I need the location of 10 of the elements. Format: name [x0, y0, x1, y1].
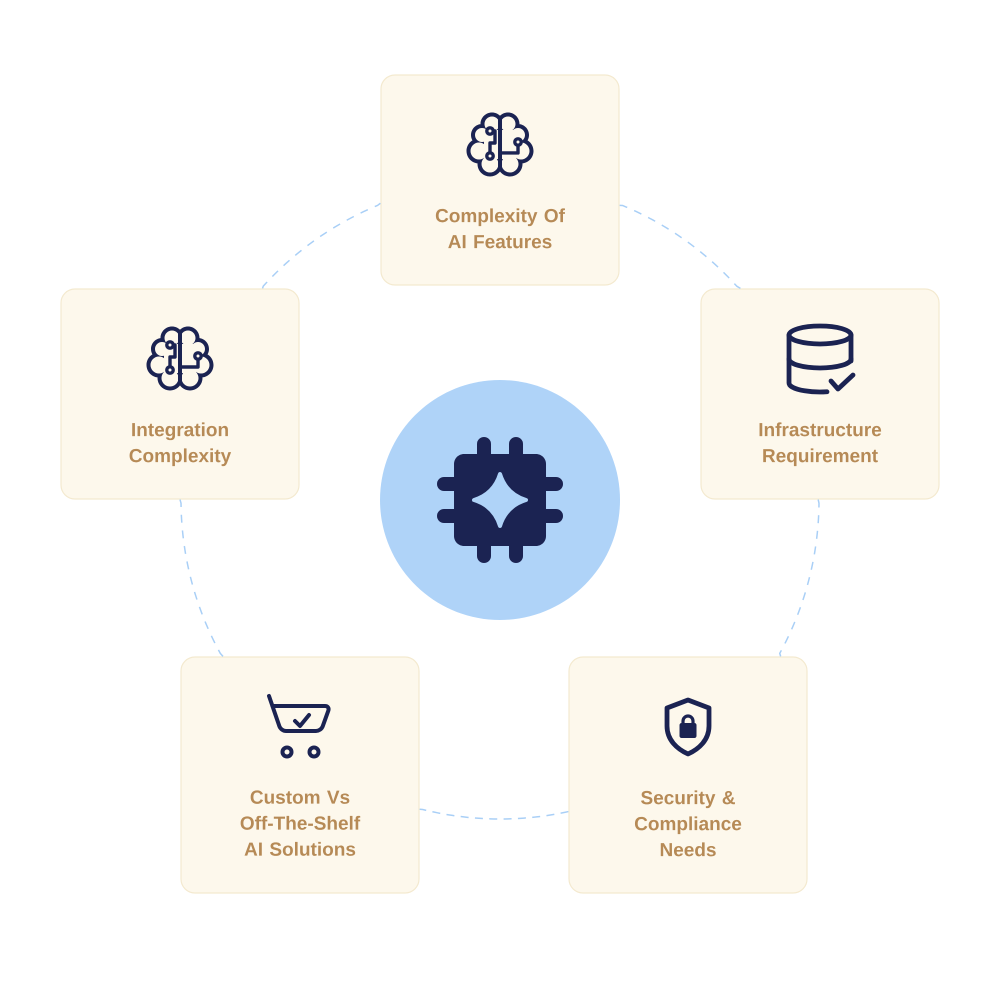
dashed-arc — [620, 204, 741, 290]
card: Custom Vs Off-The-Shelf AI Solutions — [180, 656, 420, 894]
card: Security & Compliance Needs — [568, 656, 808, 894]
dashed-arc — [262, 202, 381, 289]
dashed-arc — [179, 499, 224, 657]
card: Complexity Of AI Features — [380, 74, 620, 286]
card: Infrastructure Requirement — [700, 288, 940, 500]
dashed-arc — [420, 808, 569, 820]
card: Integration Complexity — [60, 288, 300, 500]
dashed-arc — [778, 499, 820, 657]
